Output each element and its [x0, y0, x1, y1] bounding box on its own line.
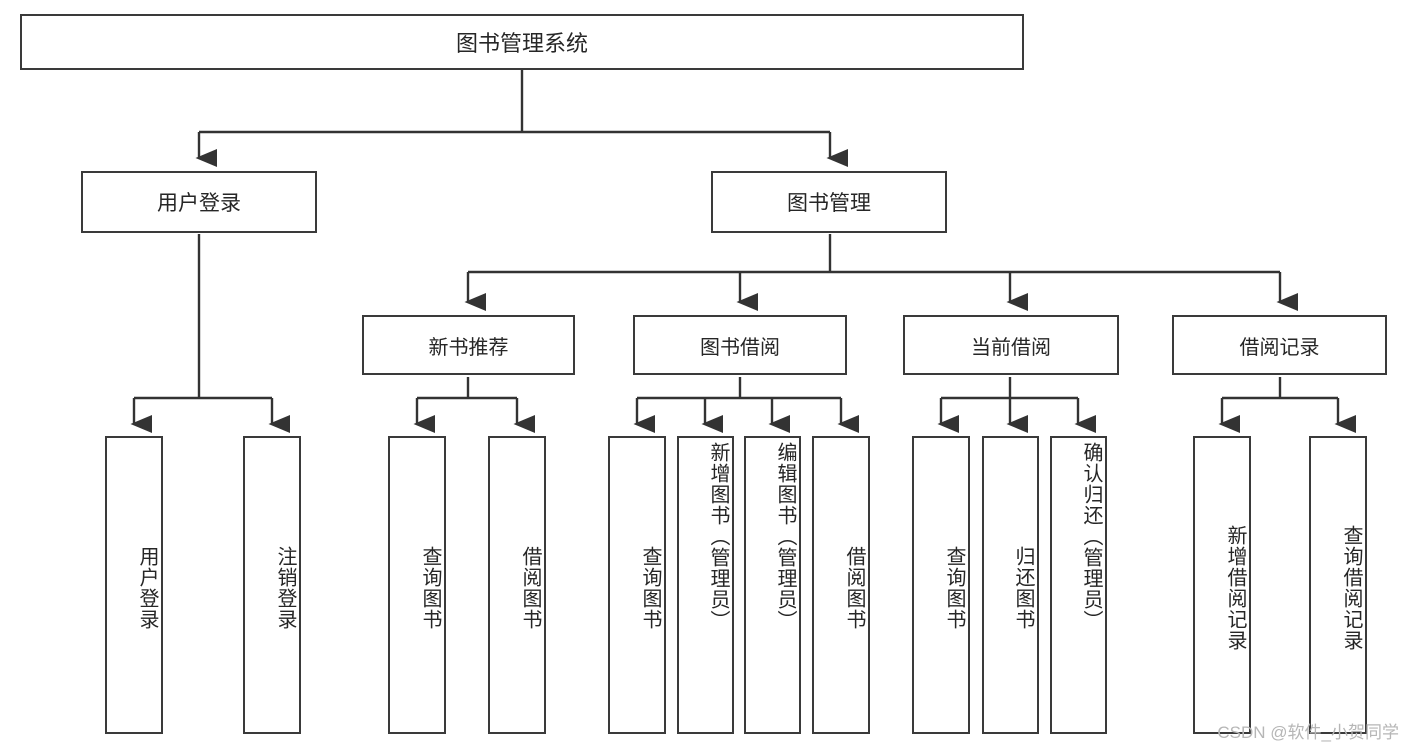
leaf-book-borrow-borrow-books[interactable]: 借阅图书: [812, 436, 870, 734]
leaf-new-book-query-books[interactable]: 查询图书: [388, 436, 446, 734]
csdn-watermark: CSDN @软件_小贺同学: [1217, 723, 1399, 742]
leaf-current-borrow-confirm-return-admin[interactable]: 确认归还（管理员）: [1050, 436, 1107, 734]
leaf-current-borrow-return-books[interactable]: 归还图书: [982, 436, 1039, 734]
node-root-book-management-system[interactable]: 图书管理系统: [20, 14, 1024, 70]
node-current-borrow[interactable]: 当前借阅: [903, 315, 1119, 375]
leaf-user-login-logout[interactable]: 注销登录: [243, 436, 301, 734]
node-borrow-record[interactable]: 借阅记录: [1172, 315, 1387, 375]
leaf-current-borrow-query-books[interactable]: 查询图书: [912, 436, 970, 734]
leaf-book-borrow-add-book-admin[interactable]: 新增图书（管理员）: [677, 436, 734, 734]
node-new-book-recommend[interactable]: 新书推荐: [362, 315, 575, 375]
node-book-borrow[interactable]: 图书借阅: [633, 315, 847, 375]
leaf-book-borrow-edit-book-admin[interactable]: 编辑图书（管理员）: [744, 436, 801, 734]
leaf-new-book-borrow-books[interactable]: 借阅图书: [488, 436, 546, 734]
node-book-management[interactable]: 图书管理: [711, 171, 947, 233]
leaf-book-borrow-query-books[interactable]: 查询图书: [608, 436, 666, 734]
leaf-borrow-record-add-record[interactable]: 新增借阅记录: [1193, 436, 1251, 734]
leaf-borrow-record-query-record[interactable]: 查询借阅记录: [1309, 436, 1367, 734]
leaf-user-login-login[interactable]: 用户登录: [105, 436, 163, 734]
node-user-login[interactable]: 用户登录: [81, 171, 317, 233]
